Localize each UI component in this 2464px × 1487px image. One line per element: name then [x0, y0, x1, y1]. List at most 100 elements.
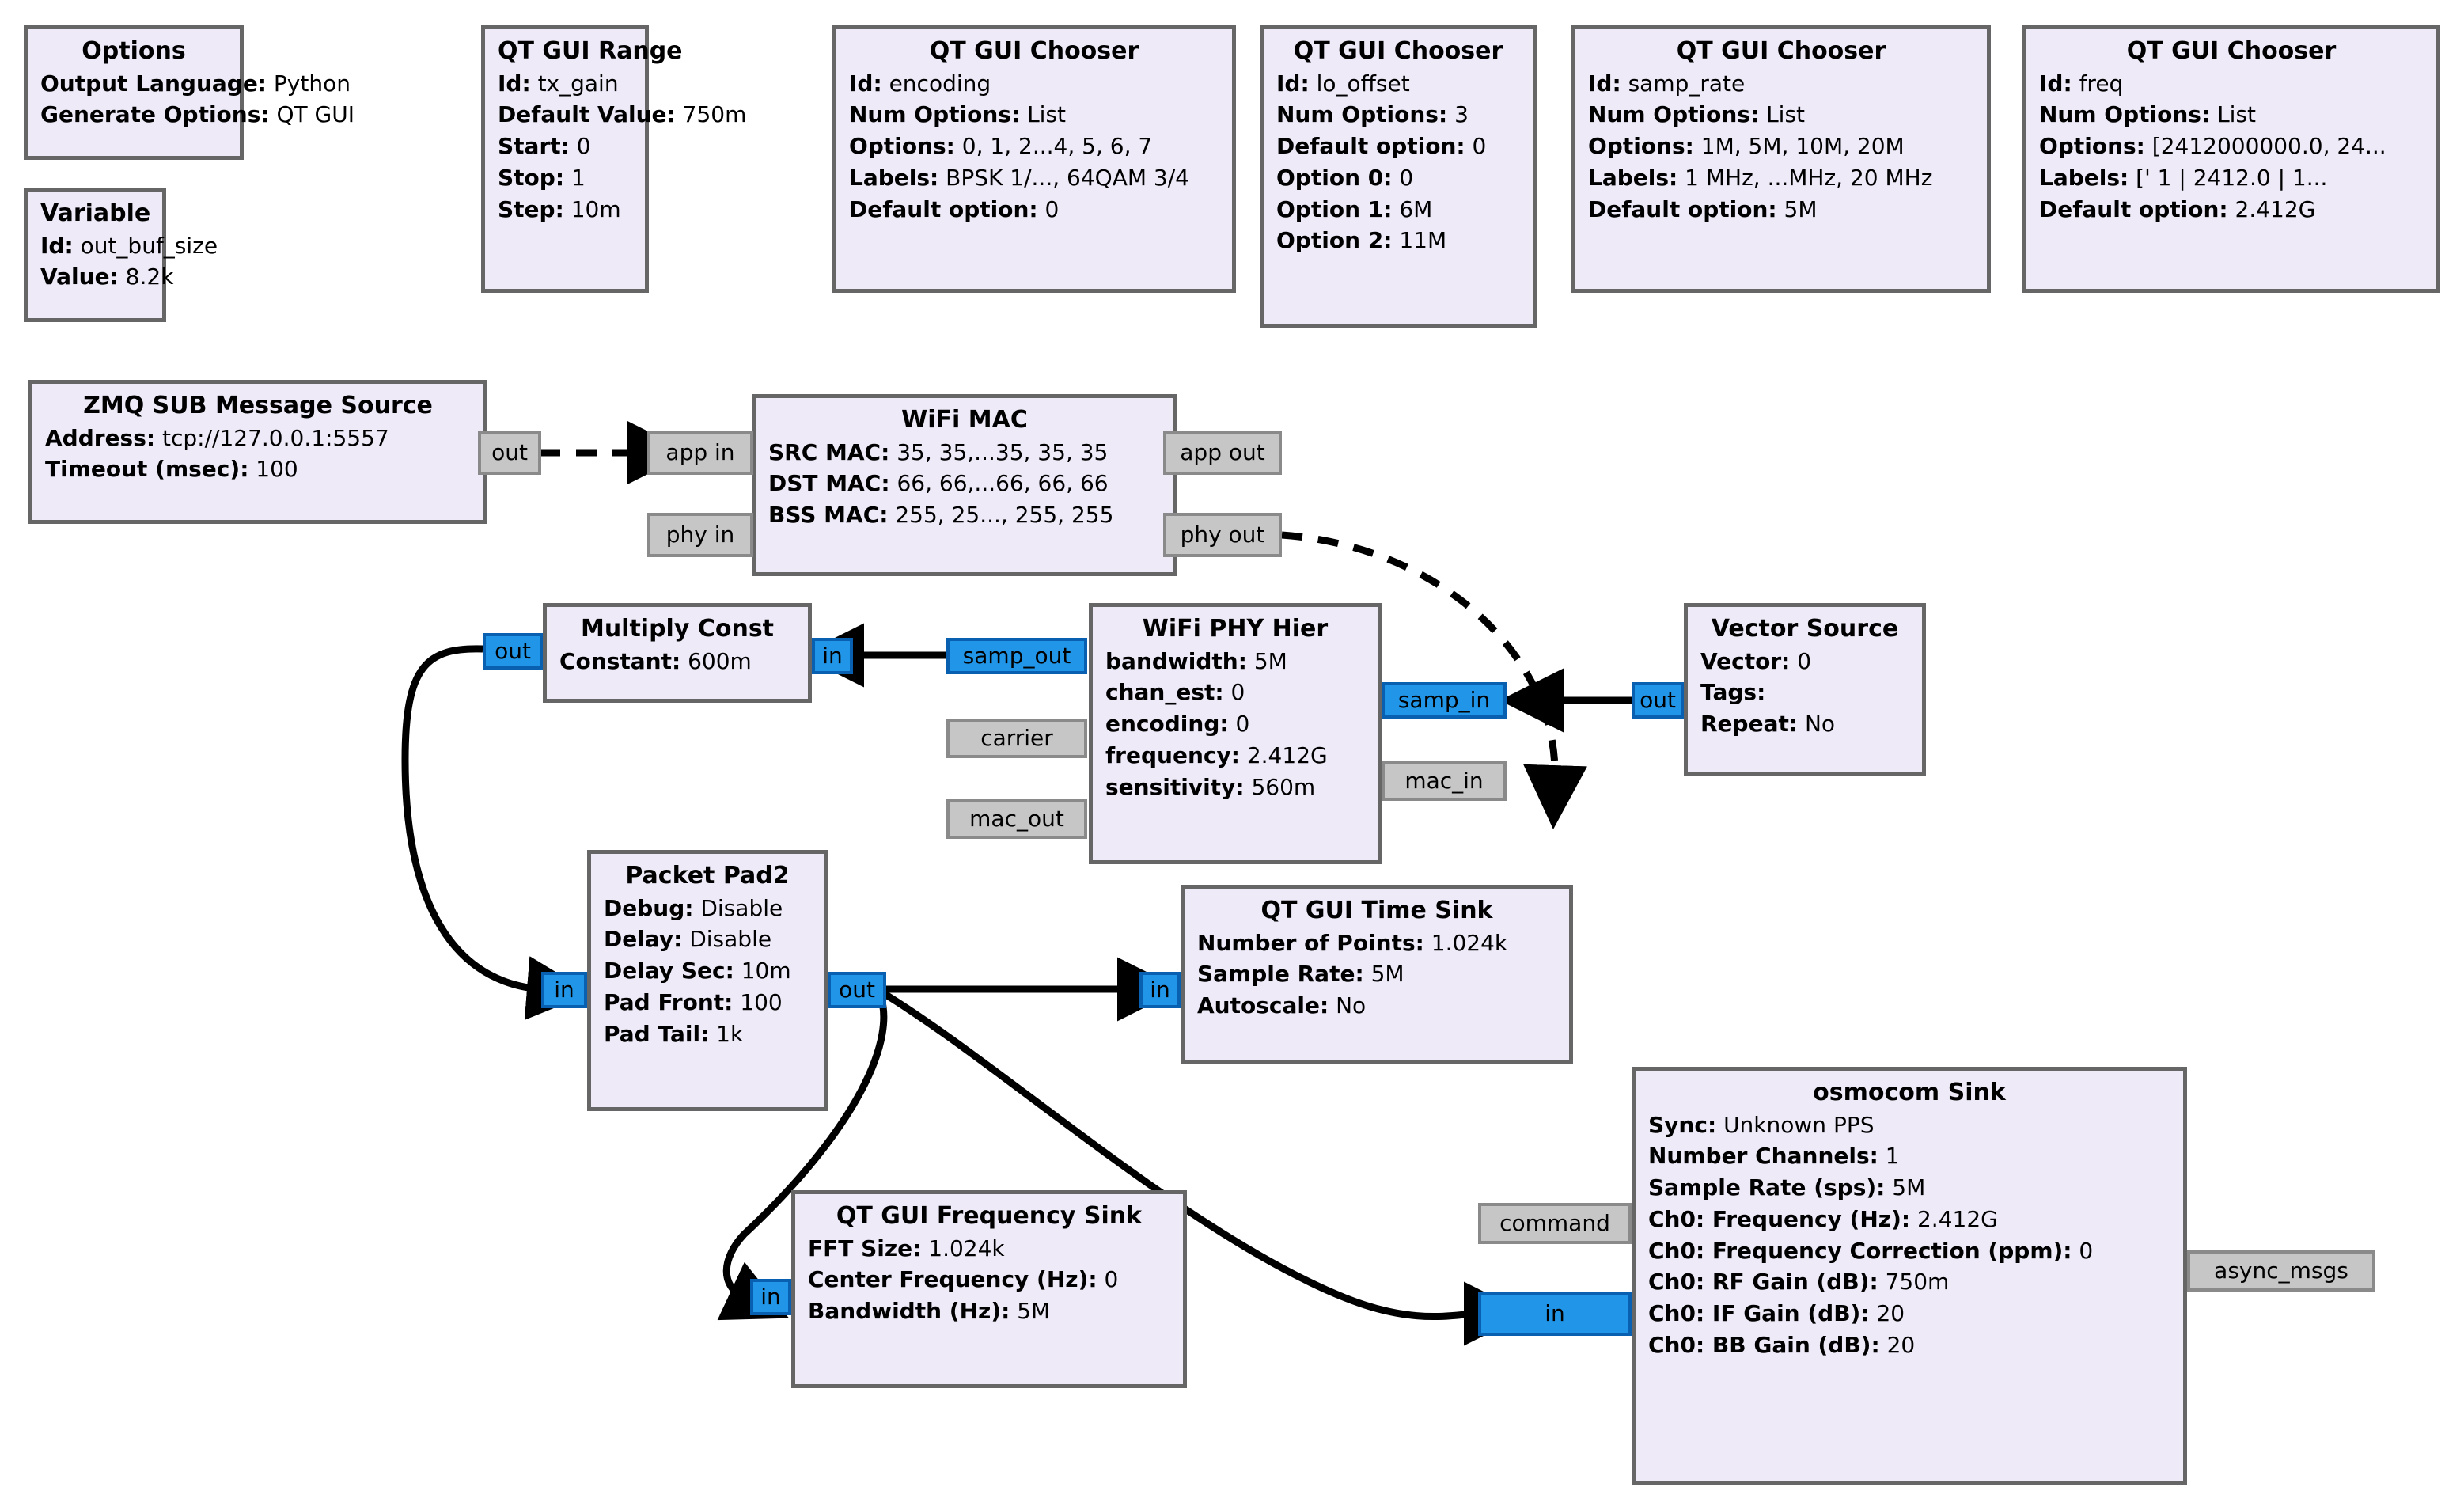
param-key: Default option:	[1588, 195, 1777, 222]
block-param-row: Option 0: 0	[1276, 162, 1520, 194]
param-value: 1	[1885, 1143, 1900, 1170]
param-key: Ch0: Frequency Correction (ppm):	[1648, 1237, 2072, 1264]
port-wifi-phy-mac-in[interactable]: mac_in	[1382, 761, 1507, 801]
block-param-row: Labels: BPSK 1/..., 64QAM 3/4	[849, 162, 1219, 194]
port-wifi-mac-app-in[interactable]: app in	[647, 431, 753, 475]
block-param-row: Ch0: Frequency Correction (ppm): 0	[1648, 1235, 2170, 1267]
block-title: QT GUI Frequency Sink	[836, 1202, 1143, 1230]
block-param-row: Number of Points: 1.024k	[1197, 927, 1556, 959]
port-time-sink-in[interactable]: in	[1139, 972, 1181, 1008]
block-vector-source[interactable]: Vector Source Vector: 0 Tags: Repeat: No	[1684, 603, 1926, 776]
param-key: Id:	[498, 70, 531, 97]
param-key: Num Options:	[2039, 101, 2211, 128]
port-osmocom-in[interactable]: in	[1478, 1292, 1632, 1336]
port-wifi-phy-carrier[interactable]: carrier	[946, 719, 1087, 758]
port-wifi-mac-app-out[interactable]: app out	[1163, 431, 1282, 475]
block-param-row: Delay: Disable	[604, 924, 811, 955]
block-packet-pad2[interactable]: Packet Pad2 Debug: Disable Delay: Disabl…	[587, 850, 828, 1111]
param-value: 100	[256, 456, 298, 483]
block-qtgui-frequency-sink[interactable]: QT GUI Frequency Sink FFT Size: 1.024k C…	[791, 1190, 1187, 1388]
block-param-row: Id: out_buf_size	[40, 230, 218, 262]
wire-mult-out-to-pad-in	[401, 645, 591, 1020]
block-param-row: Default option: 5M	[1588, 194, 1974, 226]
block-qtgui-range[interactable]: QT GUI Range Id: tx_gain Default Value: …	[481, 25, 746, 293]
block-wifi-mac[interactable]: WiFi MAC SRC MAC: 35, 35,...35, 35, 35 D…	[752, 394, 1177, 576]
block-param-row: SRC MAC: 35, 35,...35, 35, 35	[768, 437, 1161, 468]
block-param-row: Ch0: Frequency (Hz): 2.412G	[1648, 1204, 2170, 1235]
block-param-row: Ch0: BB Gain (dB): 20	[1648, 1330, 2170, 1361]
port-wifi-phy-samp-out[interactable]: samp_out	[946, 638, 1087, 674]
param-key: bandwidth:	[1105, 647, 1247, 674]
block-multiply-const[interactable]: Multiply Const Constant: 600m	[543, 603, 812, 703]
block-param-row: Start: 0	[498, 131, 632, 162]
port-packet-pad2-out[interactable]: out	[828, 972, 886, 1008]
param-key: Sync:	[1648, 1111, 1717, 1138]
param-key: Pad Front:	[604, 988, 734, 1015]
param-value: 1M, 5M, 10M, 20M	[1700, 133, 1905, 159]
port-vector-source-out[interactable]: out	[1632, 682, 1684, 719]
param-key: Step:	[498, 195, 564, 222]
block-osmocom-sink[interactable]: osmocom Sink Sync: Unknown PPS Number Ch…	[1632, 1067, 2187, 1485]
param-value: 2.412G	[1246, 742, 1328, 768]
param-value: 66, 66,...66, 66, 66	[897, 470, 1109, 497]
param-key: Number of Points:	[1197, 929, 1424, 956]
param-value: 0	[1044, 195, 1060, 222]
param-key: Labels:	[849, 164, 939, 191]
param-value: 0	[1797, 647, 1812, 674]
block-param-row: BSS MAC: 255, 25..., 255, 255	[768, 499, 1161, 531]
param-key: Option 2:	[1276, 227, 1393, 254]
param-key: Delay:	[604, 926, 683, 953]
block-qtgui-chooser-lo-offset[interactable]: QT GUI Chooser Id: lo_offset Num Options…	[1260, 25, 1537, 328]
block-param-row: Value: 8.2k	[40, 261, 173, 293]
block-title: QT GUI Chooser	[1676, 37, 1886, 65]
port-multiply-const-out[interactable]: out	[483, 633, 543, 670]
param-value: 20	[1876, 1300, 1905, 1326]
port-wifi-phy-samp-in[interactable]: samp_in	[1382, 682, 1507, 719]
block-qtgui-chooser-freq[interactable]: QT GUI Chooser Id: freq Num Options: Lis…	[2022, 25, 2440, 293]
param-value: List	[1027, 101, 1067, 128]
block-param-row: Num Options: List	[2039, 99, 2424, 131]
port-wifi-mac-phy-out[interactable]: phy out	[1163, 513, 1282, 557]
param-key: Ch0: Frequency (Hz):	[1648, 1205, 1911, 1232]
block-param-row: Debug: Disable	[604, 893, 811, 924]
param-key: BSS MAC:	[768, 502, 889, 528]
port-multiply-const-in[interactable]: in	[812, 638, 853, 674]
block-qtgui-chooser-samp-rate[interactable]: QT GUI Chooser Id: samp_rate Num Options…	[1571, 25, 1991, 293]
port-osmocom-command[interactable]: command	[1478, 1203, 1632, 1244]
param-key: Pad Tail:	[604, 1020, 710, 1047]
port-zmq-out[interactable]: out	[478, 431, 541, 475]
param-key: DST MAC:	[768, 470, 890, 497]
param-key: Repeat:	[1700, 711, 1799, 737]
block-param-row: FFT Size: 1.024k	[808, 1233, 1170, 1265]
block-param-row: Vector: 0	[1700, 646, 1909, 677]
param-value: 0	[1230, 679, 1245, 706]
param-value: 10m	[571, 195, 621, 222]
param-key: Default option:	[849, 195, 1038, 222]
block-param-row: Id: encoding	[849, 68, 1219, 100]
param-key: Labels:	[1588, 164, 1678, 191]
block-param-row: Number Channels: 1	[1648, 1140, 2170, 1172]
param-key: Default Value:	[498, 101, 676, 128]
port-packet-pad2-in[interactable]: in	[541, 972, 587, 1008]
block-title: WiFi MAC	[901, 406, 1028, 434]
param-key: Number Channels:	[1648, 1143, 1878, 1170]
param-key: Id:	[2039, 70, 2072, 97]
port-wifi-mac-phy-in[interactable]: phy in	[647, 513, 753, 557]
block-zmq-sub-message-source[interactable]: ZMQ SUB Message Source Address: tcp://12…	[28, 380, 487, 524]
param-value: 0	[1104, 1266, 1119, 1293]
port-wifi-phy-mac-out[interactable]: mac_out	[946, 799, 1087, 839]
block-qtgui-chooser-encoding[interactable]: QT GUI Chooser Id: encoding Num Options:…	[832, 25, 1236, 293]
block-title: ZMQ SUB Message Source	[83, 392, 433, 419]
block-param-row: Labels: 1 MHz, ...MHz, 20 MHz	[1588, 162, 1974, 194]
port-osmocom-async-msgs[interactable]: async_msgs	[2187, 1250, 2375, 1292]
block-title: Vector Source	[1711, 615, 1899, 643]
param-key: frequency:	[1105, 742, 1240, 768]
block-wifi-phy-hier[interactable]: WiFi PHY Hier bandwidth: 5M chan_est: 0 …	[1089, 603, 1382, 864]
block-qtgui-time-sink[interactable]: QT GUI Time Sink Number of Points: 1.024…	[1181, 885, 1573, 1064]
block-options[interactable]: Options Output Language: Python Generate…	[24, 25, 354, 160]
param-value: 560m	[1251, 773, 1316, 800]
block-variable[interactable]: Variable Id: out_buf_size Value: 8.2k	[24, 188, 218, 322]
port-freq-sink-in[interactable]: in	[750, 1279, 791, 1315]
block-param-row: bandwidth: 5M	[1105, 646, 1365, 677]
